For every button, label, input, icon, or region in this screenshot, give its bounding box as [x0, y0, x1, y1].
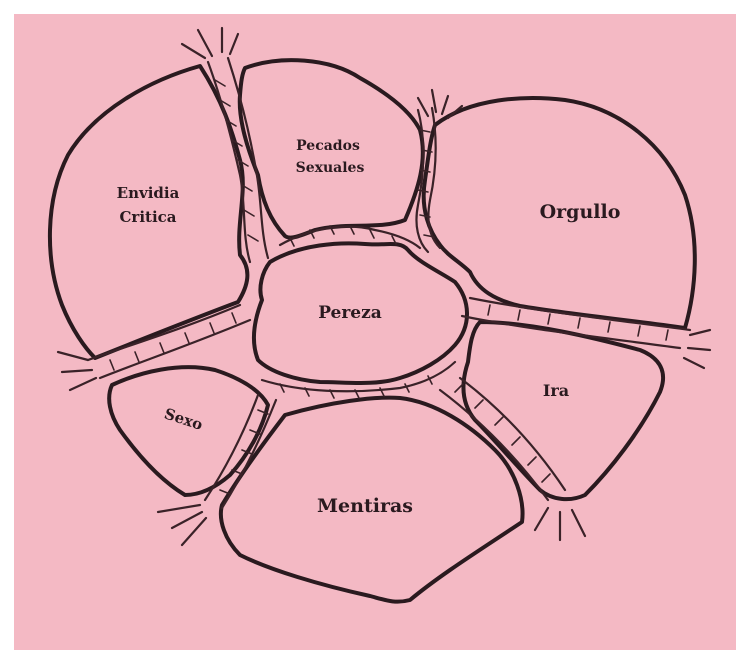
label-ira: Ira — [543, 381, 569, 400]
label-envidia-line2: Critica — [119, 208, 176, 226]
label-pecados-line2: Sexuales — [296, 160, 365, 176]
label-orgullo: Orgullo — [540, 201, 621, 223]
label-mentiras: Mentiras — [317, 495, 413, 517]
label-pecados-line1: Pecados — [296, 138, 360, 154]
label-envidia-line1: Envidia — [117, 184, 180, 202]
label-pereza: Pereza — [318, 303, 382, 323]
